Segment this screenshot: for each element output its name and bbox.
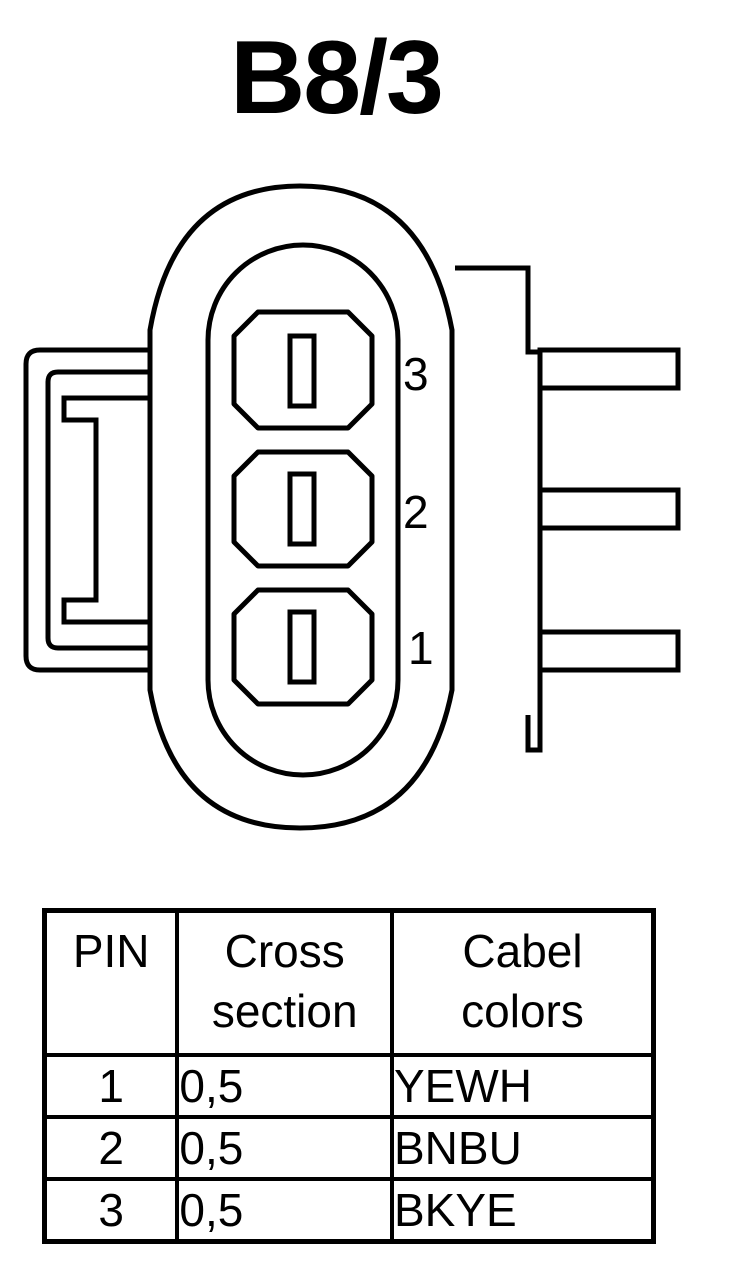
cell-cross-section: 0,5 — [175, 1177, 394, 1244]
pin-label-2: 2 — [403, 486, 429, 538]
header-pin: PIN — [42, 908, 180, 1057]
latch-inner — [45, 369, 150, 651]
cell-cross-section: 0,5 — [175, 1115, 394, 1181]
connector-drawing: 3 2 1 — [23, 183, 681, 831]
latch-tab-top — [61, 395, 150, 625]
latch-outer — [23, 347, 150, 673]
diagram-title: B8/3 — [230, 20, 444, 136]
cell-cable-color: BNBU — [390, 1115, 656, 1181]
housing-cavity — [205, 242, 401, 778]
cell-cross-section: 0,5 — [175, 1053, 394, 1119]
cell-pin: 1 — [42, 1053, 180, 1119]
pin-socket-1 — [231, 587, 375, 707]
table-row: 1 0,5 YEWH — [42, 1053, 656, 1119]
pin-socket-3 — [231, 309, 375, 431]
cell-pin: 3 — [42, 1177, 180, 1244]
table-row: 3 0,5 BKYE — [42, 1177, 656, 1244]
cell-pin: 2 — [42, 1115, 180, 1181]
table-row: 2 0,5 BNBU — [42, 1115, 656, 1181]
connector-right-block — [455, 265, 543, 753]
pin-socket-2 — [231, 449, 375, 569]
terminal-1 — [537, 629, 681, 673]
terminal-3 — [537, 347, 681, 391]
cell-cable-color: YEWH — [390, 1053, 656, 1119]
pin-label-1: 1 — [408, 622, 434, 674]
terminal-2 — [537, 487, 681, 531]
housing-outer — [147, 183, 455, 831]
pin-label-3: 3 — [403, 348, 429, 400]
cell-cable-color: BKYE — [390, 1177, 656, 1244]
